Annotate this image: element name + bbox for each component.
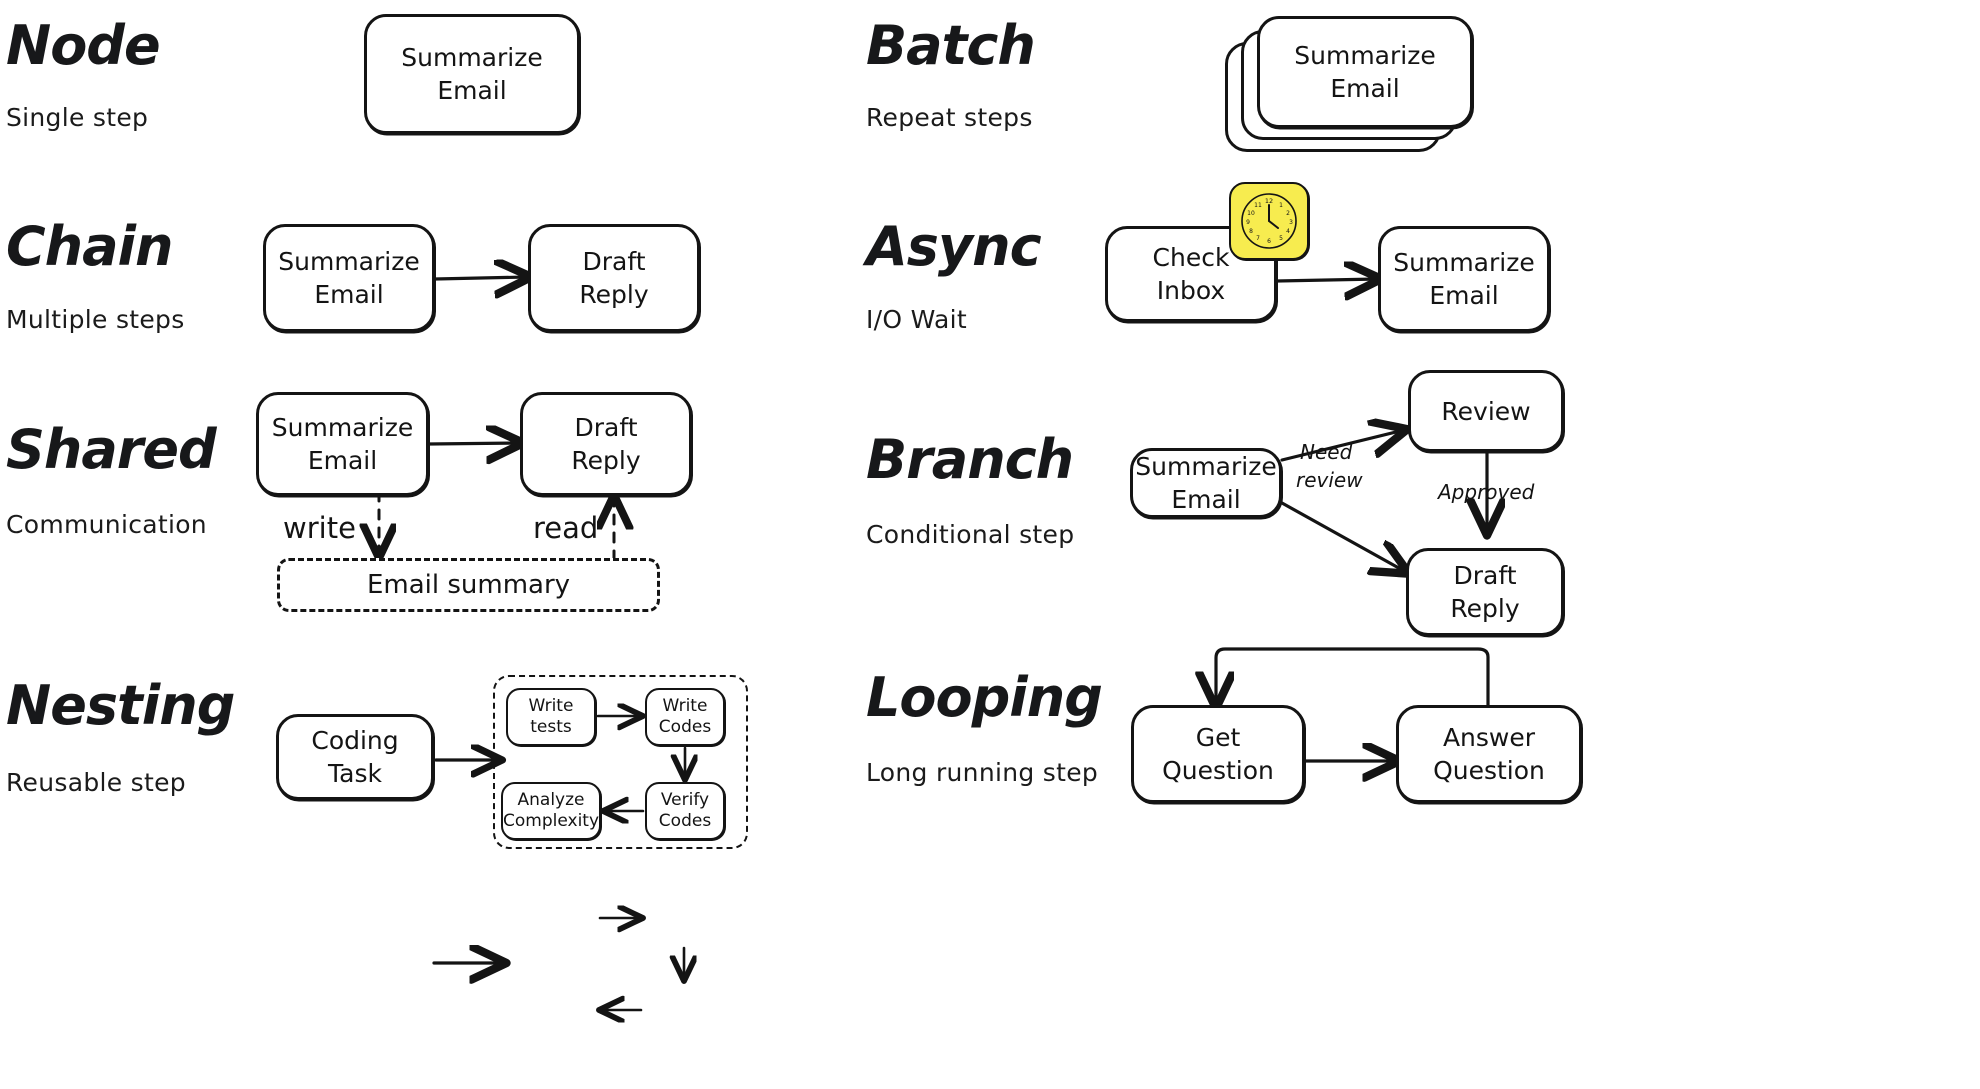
section-subtitle-shared: Communication	[6, 510, 207, 539]
section-subtitle-chain: Multiple steps	[6, 305, 185, 334]
svg-text:12: 12	[1265, 197, 1273, 205]
svg-text:1: 1	[1279, 202, 1283, 209]
section-subtitle-nesting: Reusable step	[6, 768, 186, 797]
section-subtitle-looping: Long running step	[866, 758, 1099, 787]
edge-label-approved: Approved	[1438, 480, 1535, 504]
batch-node-summarize-email[interactable]: Summarize Email	[1257, 16, 1473, 128]
section-title-node: Node	[6, 14, 161, 77]
svg-text:4: 4	[1286, 228, 1290, 235]
shared-node-summarize-email[interactable]: Summarize Email	[256, 392, 429, 496]
section-title-async: Async	[866, 215, 1042, 278]
edge-label-write: write	[283, 511, 356, 545]
chain-node-summarize-email[interactable]: Summarize Email	[263, 224, 435, 332]
svg-text:8: 8	[1249, 228, 1253, 235]
svg-text:5: 5	[1279, 235, 1283, 242]
nesting-node-write-tests[interactable]: Write tests	[506, 688, 596, 746]
section-title-shared: Shared	[6, 418, 217, 481]
section-title-chain: Chain	[6, 215, 173, 278]
section-title-batch: Batch	[866, 14, 1036, 77]
section-title-nesting: Nesting	[6, 674, 235, 737]
branch-node-review[interactable]: Review	[1408, 370, 1564, 452]
async-node-summarize-email[interactable]: Summarize Email	[1378, 226, 1550, 332]
section-subtitle-node: Single step	[6, 103, 149, 132]
clock-icon: 12 1 2 3 4 5 6 7 8 9 10 11	[1229, 182, 1309, 260]
svg-text:3: 3	[1289, 219, 1293, 226]
nesting-node-coding-task[interactable]: Coding Task	[276, 714, 434, 800]
edge-label-need-review-line1: Need	[1300, 440, 1353, 464]
chain-node-draft-reply[interactable]: Draft Reply	[528, 224, 700, 332]
nesting-node-write-codes[interactable]: Write Codes	[645, 688, 725, 746]
edge-label-need-review-line2: review	[1296, 468, 1363, 492]
nesting-node-verify-codes[interactable]: Verify Codes	[645, 782, 725, 840]
branch-node-summarize-email[interactable]: Summarize Email	[1130, 448, 1282, 518]
svg-text:10: 10	[1247, 210, 1255, 217]
section-subtitle-async: I/O Wait	[866, 305, 968, 334]
branch-node-draft-reply[interactable]: Draft Reply	[1406, 548, 1564, 636]
looping-node-get-question[interactable]: Get Question	[1131, 705, 1305, 803]
node-summarize-email[interactable]: Summarize Email	[364, 14, 580, 134]
shared-store-email-summary[interactable]: Email summary	[277, 558, 660, 612]
svg-text:11: 11	[1254, 202, 1262, 209]
section-subtitle-branch: Conditional step	[866, 520, 1075, 549]
shared-node-draft-reply[interactable]: Draft Reply	[520, 392, 692, 496]
svg-text:2: 2	[1286, 210, 1290, 217]
nesting-node-analyze-complexity[interactable]: Analyze Complexity	[501, 782, 601, 840]
section-subtitle-batch: Repeat steps	[866, 103, 1033, 132]
section-title-looping: Looping	[866, 666, 1103, 729]
svg-text:9: 9	[1246, 219, 1250, 226]
edge-label-read: read	[533, 511, 599, 545]
section-title-branch: Branch	[866, 428, 1074, 491]
looping-node-answer-question[interactable]: Answer Question	[1396, 705, 1582, 803]
svg-text:6: 6	[1267, 238, 1271, 245]
svg-text:7: 7	[1256, 235, 1260, 242]
